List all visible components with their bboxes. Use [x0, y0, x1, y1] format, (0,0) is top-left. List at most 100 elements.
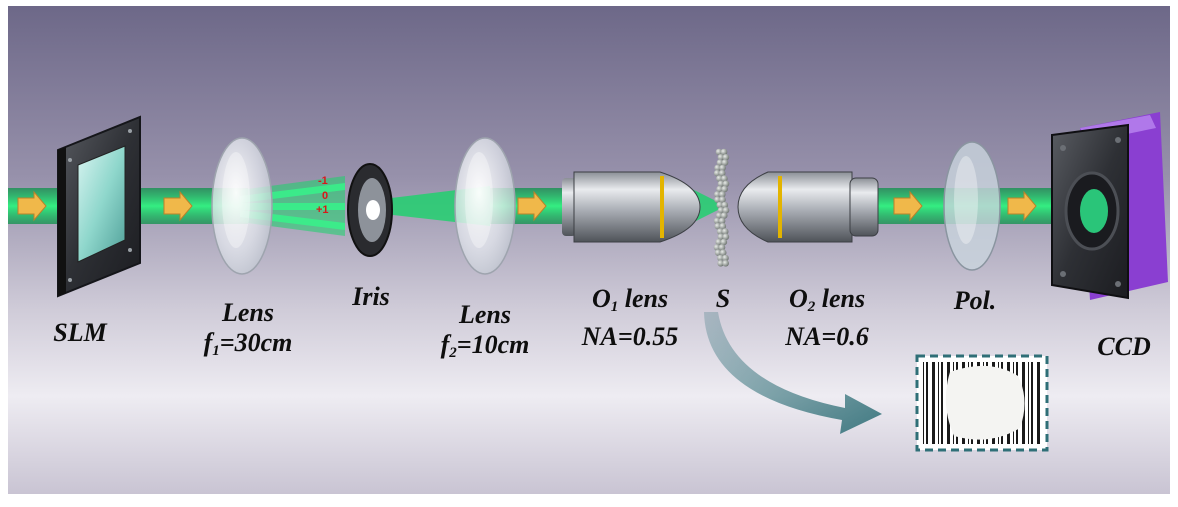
sample-bead	[718, 217, 726, 225]
sample-bead	[720, 212, 728, 219]
o1-text: lens	[618, 284, 669, 313]
lens1-name: Lens	[222, 298, 274, 327]
beam-arrow	[517, 190, 547, 222]
lens2-name: Lens	[459, 300, 511, 329]
objective-o2	[737, 171, 879, 243]
sample-bead	[722, 254, 729, 262]
curved-arrow	[704, 312, 882, 434]
o2-text: lens	[815, 284, 866, 313]
sample-bead	[713, 217, 721, 225]
objective-o1	[562, 171, 701, 243]
o1-name: O1 lens	[560, 284, 700, 322]
sample-bead	[714, 222, 722, 230]
beam-arrow	[163, 190, 193, 222]
barcode-stripe	[1037, 362, 1040, 444]
o1-label: O1 lens NA=0.55	[560, 284, 700, 352]
lens2-label: Lens f2=10cm	[420, 300, 550, 368]
ccd-camera	[1051, 112, 1168, 300]
lens2-focal-sub: 2	[449, 345, 457, 361]
iris-aperture	[347, 163, 393, 257]
sample-bead	[713, 169, 721, 177]
barcode-stripe	[938, 362, 939, 444]
o1-na: NA=0.55	[581, 322, 679, 351]
barcode-stripe	[926, 362, 928, 444]
sample-bead	[714, 191, 721, 198]
o1-symbol: O	[591, 284, 611, 313]
sample-bead	[719, 222, 727, 230]
barcode-stripe	[1031, 362, 1033, 444]
sample-bead	[716, 185, 723, 193]
slm-label: SLM	[53, 318, 107, 347]
sample-bead	[716, 228, 724, 235]
o2-symbol: O	[788, 284, 808, 313]
sample-bead	[722, 154, 730, 161]
sample-bead	[714, 164, 721, 172]
sample-bead	[717, 180, 725, 188]
sample-bead	[715, 212, 723, 219]
sample-bead	[715, 238, 723, 246]
sample-bead	[716, 159, 724, 166]
sample-bead	[716, 175, 723, 182]
lens2-focal-symbol: f	[440, 330, 450, 359]
sample-bead	[722, 207, 730, 214]
lens1-focal-value: =30cm	[219, 328, 293, 357]
sample-bead	[717, 254, 724, 262]
sample-bead	[713, 244, 721, 251]
sample-bead	[721, 228, 729, 235]
sample-bead	[715, 148, 723, 156]
sample-bead	[720, 238, 728, 246]
lens1-focal: f1=30cm	[188, 328, 308, 366]
sample-bead	[717, 260, 724, 267]
sample-bead	[722, 180, 730, 188]
sample-bead	[714, 249, 722, 256]
beam-arrow	[1007, 190, 1037, 222]
lens-f1	[211, 137, 273, 275]
o2-na: NA=0.6	[785, 322, 869, 351]
lens2-focal-value: =10cm	[456, 330, 530, 359]
polarizer-label: Pol.	[953, 286, 997, 315]
sample-bead	[716, 201, 724, 209]
sample-bead	[722, 233, 730, 241]
sample-bead	[719, 196, 726, 203]
sample-beads	[713, 148, 730, 267]
lens-f2	[454, 137, 516, 275]
iris-label: Iris	[352, 282, 390, 311]
beam-arrow	[17, 190, 47, 222]
sample-bead	[718, 169, 726, 177]
sample-bead	[720, 148, 728, 156]
sample-bead	[719, 164, 726, 172]
beam-arrow	[893, 190, 923, 222]
lens1-focal-sub: 1	[212, 343, 220, 359]
sample-bead	[719, 249, 727, 256]
sample-bead	[721, 185, 728, 193]
polarizer	[943, 141, 1001, 271]
sample-bead	[721, 159, 729, 166]
beam-arrows	[17, 190, 1037, 222]
diffraction-order-zero: 0	[322, 190, 329, 202]
sample-label: S	[715, 284, 731, 313]
sample-bead	[717, 233, 725, 241]
diffraction-order-minus1: -1	[318, 175, 328, 187]
sample-bead	[717, 207, 725, 214]
o2-name: O2 lens	[762, 284, 892, 322]
sample-bead	[719, 191, 726, 198]
barcode-stripe	[932, 362, 935, 444]
sample-bead	[717, 154, 725, 161]
ccd-label: CCD	[1097, 332, 1151, 361]
sample-inset	[915, 354, 1049, 452]
sample-bead	[722, 260, 729, 267]
o2-sub: 2	[807, 299, 816, 315]
o1-sub: 1	[610, 299, 619, 315]
o2-label: O2 lens NA=0.6	[762, 284, 892, 352]
barcode-stripe	[923, 362, 924, 444]
lens2-focal: f2=10cm	[420, 330, 550, 368]
slm-device	[57, 115, 141, 298]
lens1-label: Lens f1=30cm	[188, 298, 308, 366]
barcode-stripe	[941, 362, 943, 444]
lens1-focal-symbol: f	[203, 328, 213, 357]
diffraction-order-plus1: +1	[316, 204, 329, 216]
sample-bead	[718, 244, 726, 251]
barcode-stripe	[1028, 362, 1029, 444]
